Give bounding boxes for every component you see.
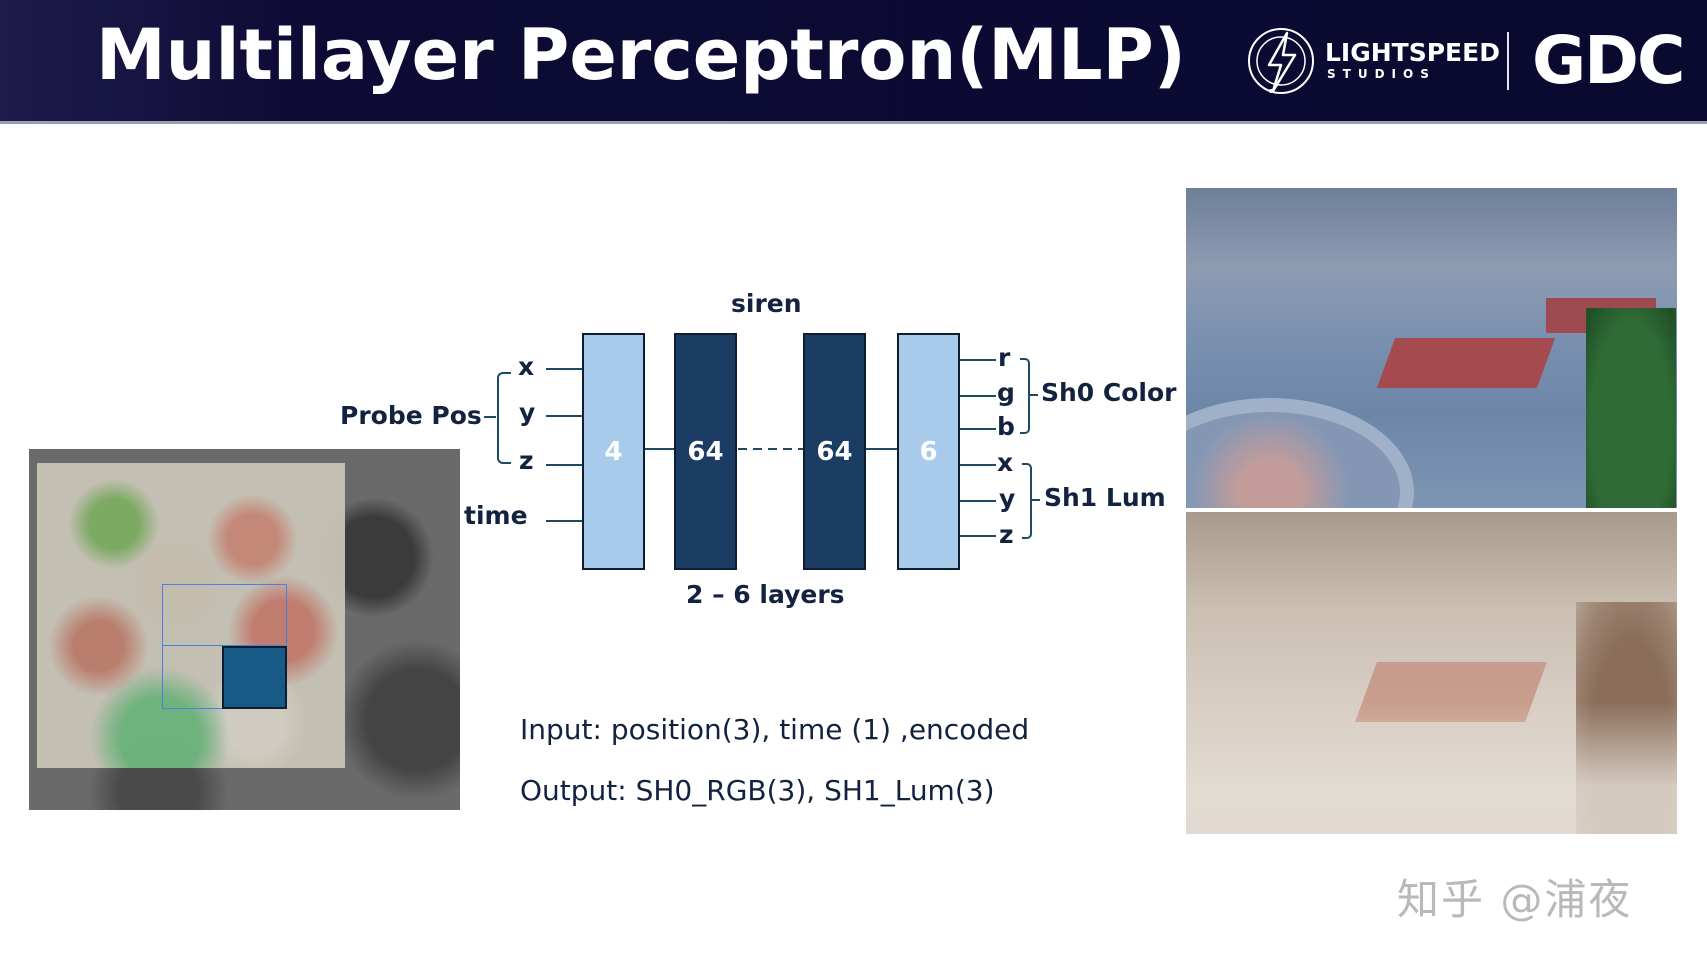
- input-x-wire: [546, 368, 582, 370]
- output-x-wire: [960, 464, 996, 466]
- sh0-connector: [1030, 394, 1038, 396]
- output-g-label: g: [997, 378, 1015, 407]
- output-g-wire: [960, 395, 996, 397]
- output-layer: 6: [897, 333, 960, 570]
- hidden-layer-first: 64: [674, 333, 737, 570]
- sh1-connector: [1032, 499, 1040, 501]
- output-b-wire: [960, 428, 996, 430]
- input-time-label: time: [464, 501, 528, 530]
- input-z-label: z: [519, 446, 534, 475]
- logo-divider: [1507, 32, 1509, 90]
- output-z-wire: [960, 535, 996, 537]
- hidden-layer-last: 64: [803, 333, 866, 570]
- output-x-label: x: [997, 448, 1014, 477]
- input-description: Input: position(3), time (1) ,encoded: [520, 713, 1030, 746]
- probe-map-image: [29, 449, 460, 810]
- sh0-color-label: Sh0 Color: [1041, 378, 1177, 407]
- gdc-logo: GDC: [1532, 22, 1685, 99]
- lightspeed-subtitle: STUDIOS: [1327, 67, 1436, 81]
- sh0-brace: [1020, 358, 1030, 434]
- input-x-label: x: [518, 352, 535, 381]
- network-name-label: siren: [731, 289, 802, 318]
- input-z-wire: [546, 464, 582, 466]
- input-layer: 4: [582, 333, 645, 570]
- watermark: 知乎 @浦夜: [1397, 875, 1633, 924]
- input-y-wire: [546, 415, 582, 417]
- layer-wire-1: [645, 448, 674, 450]
- slide-header: Multilayer Perceptron(MLP) LIGHTSPEED ST…: [0, 0, 1707, 124]
- plaza-shape: [1186, 398, 1414, 508]
- scene-render-lit: [1186, 188, 1677, 508]
- sh1-brace: [1022, 463, 1032, 539]
- layer-wire-3: [866, 448, 897, 450]
- map-lit-area: [37, 463, 345, 768]
- output-z-label: z: [999, 520, 1014, 549]
- layers-caption: 2 – 6 layers: [686, 580, 845, 609]
- input-brace: [497, 372, 511, 464]
- output-y-wire: [960, 500, 996, 502]
- output-r-wire: [960, 359, 996, 361]
- output-y-label: y: [999, 484, 1016, 513]
- fog-overlay: [1186, 702, 1677, 834]
- output-r-label: r: [998, 343, 1011, 372]
- lightspeed-logo-icon: [1248, 28, 1314, 94]
- lightspeed-wordmark: LIGHTSPEED: [1325, 38, 1500, 67]
- output-description: Output: SH0_RGB(3), SH1_Lum(3): [520, 774, 995, 807]
- sh1-lum-label: Sh1 Lum: [1044, 483, 1166, 512]
- scene-render-sh-lighting: [1186, 512, 1677, 834]
- probe-pos-connector: [484, 416, 496, 418]
- hidden-layers-dashed-wire: [738, 448, 803, 450]
- input-y-label: y: [519, 398, 536, 427]
- tree-shape: [1586, 308, 1676, 508]
- probe-volume-marker: [222, 646, 287, 709]
- probe-selection-divider: [162, 645, 285, 646]
- slide-title: Multilayer Perceptron(MLP): [96, 14, 1186, 96]
- output-b-label: b: [997, 412, 1015, 441]
- probe-pos-label: Probe Pos: [340, 401, 482, 430]
- roof-shape: [1376, 338, 1556, 388]
- input-time-wire: [546, 520, 582, 522]
